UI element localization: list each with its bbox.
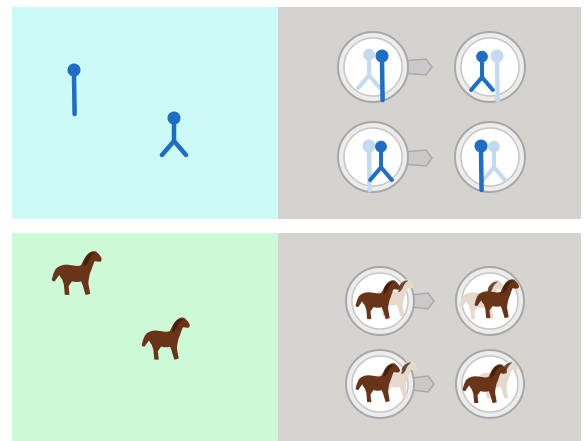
scene-panel-horses [12,233,278,441]
scene-stick-figures-canvas [12,7,278,219]
binocular-panel-background [278,7,581,219]
binocular-stick-figures-canvas [278,7,581,219]
scene-background [12,7,278,219]
binocular-panel-background [278,233,581,441]
scene-panel-stick-figures [12,7,278,219]
binoculars-icon [337,121,526,193]
binoculars-icon [345,266,525,336]
scene-horses-canvas [12,233,278,441]
binocular-horses-canvas [278,233,581,441]
binocular-panel-horses [278,233,581,441]
binoculars-icon [337,31,526,103]
binocular-panel-stick-figures [278,7,581,219]
binoculars-icon [345,349,525,419]
